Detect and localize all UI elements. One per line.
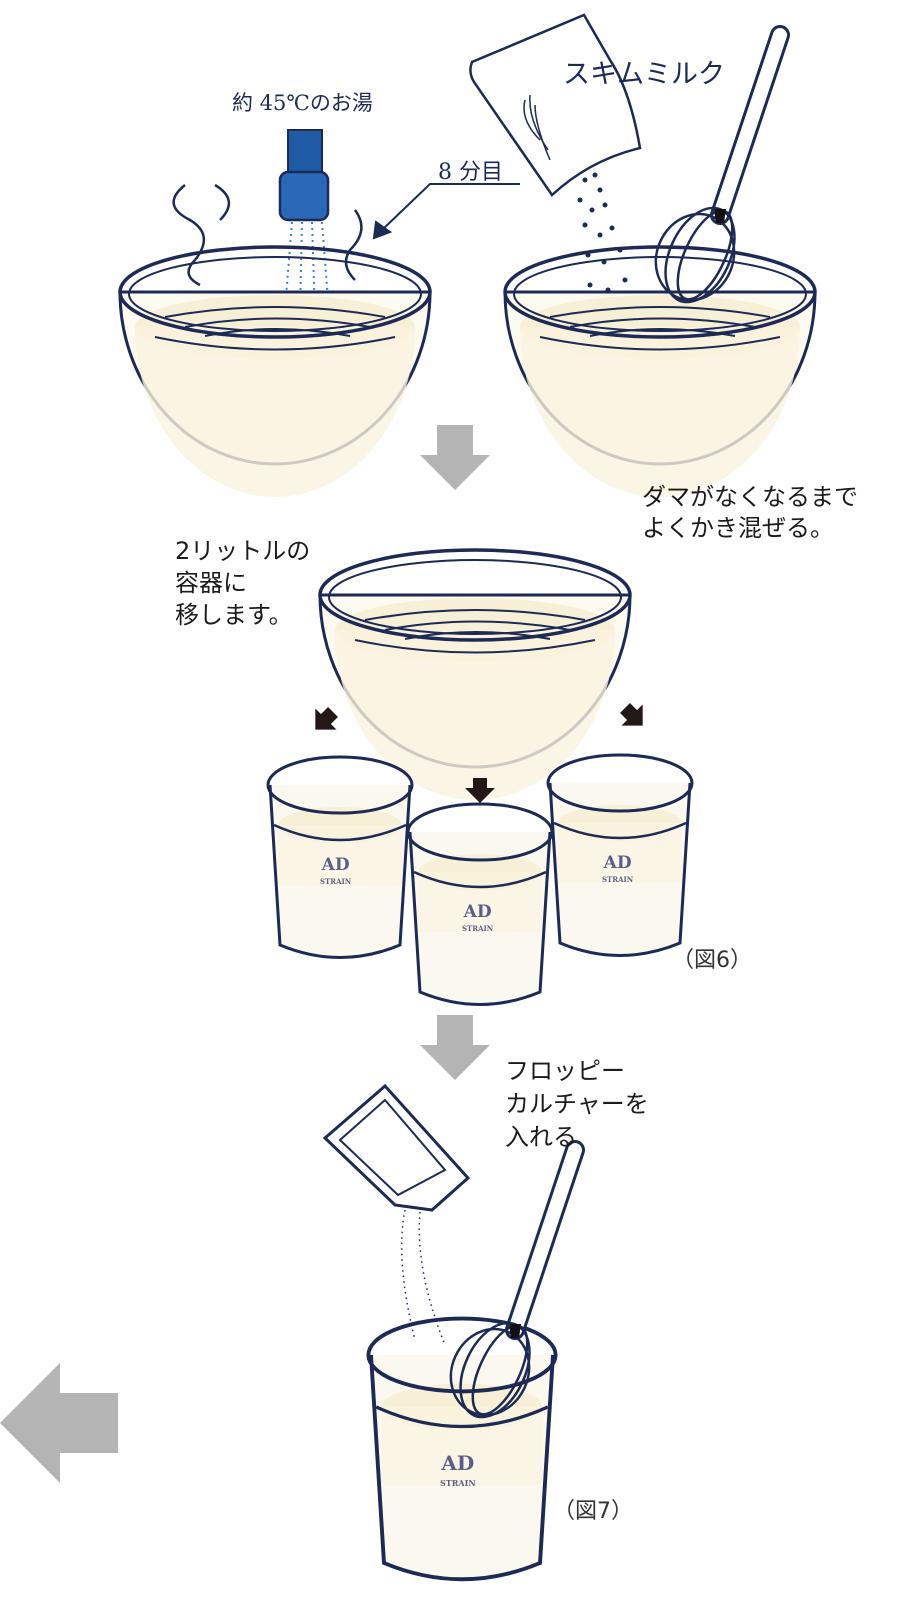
brand-strain: STRAIN (320, 877, 352, 886)
bowl-mixing (503, 245, 817, 499)
skim-milk-carton-icon (469, 13, 642, 318)
brand-strain: STRAIN (602, 875, 634, 884)
bowl-hot-water (118, 245, 432, 499)
figure-6-label: （図6） (672, 948, 752, 973)
culture-packet-icon (322, 1083, 471, 1346)
transfer-instruction: 2リットルの 容器に 移します。 (175, 537, 311, 629)
mix-instruction: ダマがなくなるまで よくかき混ぜる。 (642, 483, 858, 542)
faucet-icon (278, 129, 330, 316)
water-temperature-label: 約 45℃のお湯 (232, 91, 373, 115)
arrow-left-icon (0, 1363, 118, 1483)
fill-level-pointer (372, 183, 520, 240)
arrow-down-icon (420, 425, 490, 490)
cup-brand-label: AD STRAIN (440, 1453, 476, 1491)
figure-7-label: （図7） (553, 1499, 633, 1524)
brand-ad: AD (441, 1451, 475, 1475)
culture-instruction: フロッピー カルチャーを 入れる (505, 1057, 649, 1151)
brand-strain: STRAIN (440, 1478, 476, 1488)
cup-brand-label: AD STRAIN (320, 855, 352, 889)
bowl-transfer (318, 548, 632, 802)
cup-brand-label: AD STRAIN (462, 902, 494, 936)
fill-level-label: 8 分目 (438, 160, 503, 185)
brand-ad: AD (321, 855, 350, 875)
brand-strain: STRAIN (462, 924, 494, 933)
cup-brand-label: AD STRAIN (602, 853, 634, 887)
brand-ad: AD (463, 902, 492, 922)
steam-icon (172, 183, 363, 287)
brand-ad: AD (603, 853, 632, 873)
skim-milk-label: スキムミルク (563, 59, 725, 90)
arrow-down-icon (420, 1015, 490, 1080)
